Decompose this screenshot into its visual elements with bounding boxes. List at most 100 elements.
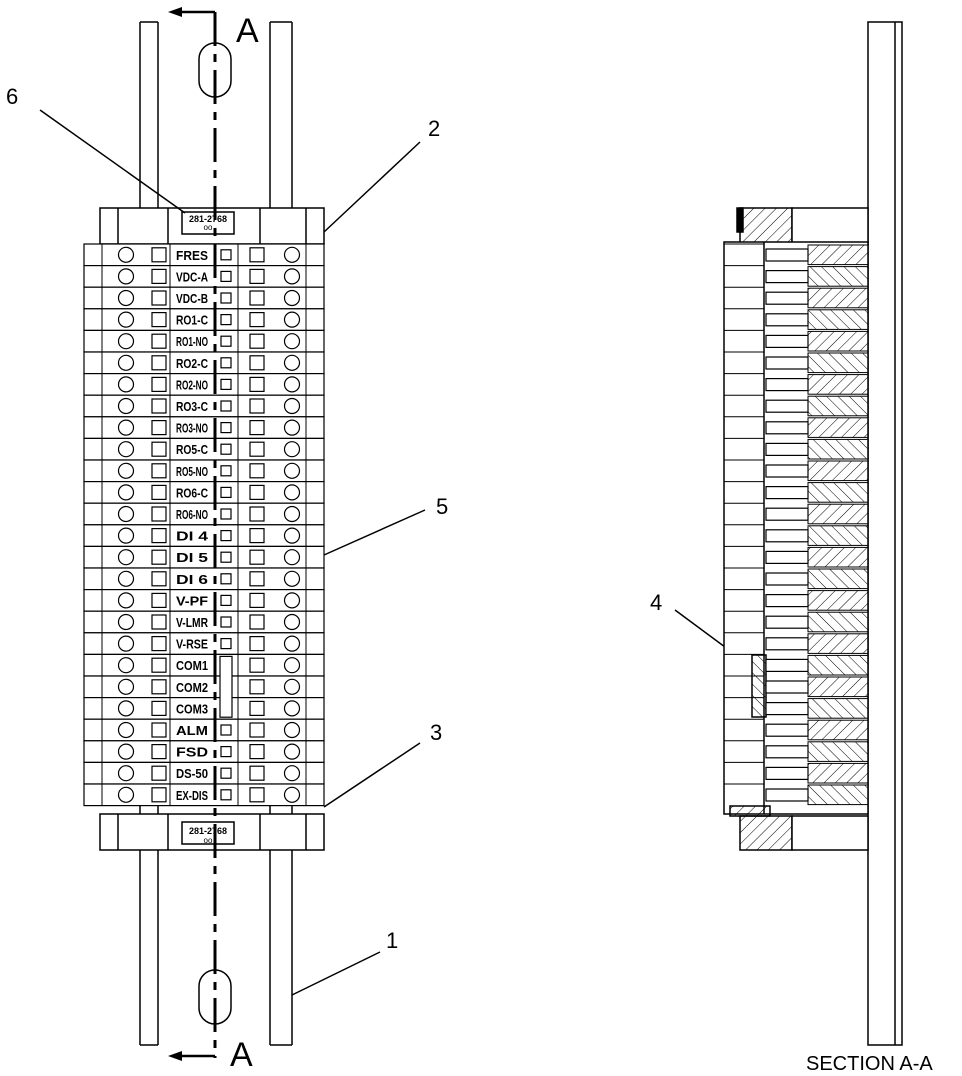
jumper-slot-icon bbox=[220, 270, 232, 282]
clamp-icon bbox=[249, 312, 265, 328]
jumper-slot-icon bbox=[220, 594, 232, 607]
callout-2: 2 bbox=[428, 116, 440, 141]
screw-icon bbox=[117, 570, 135, 587]
terminal-label: DS-50 bbox=[176, 766, 208, 781]
clamp-icon bbox=[151, 463, 167, 479]
part-number-top: 281-2768 bbox=[189, 214, 227, 224]
section-row bbox=[724, 502, 869, 525]
screw-icon bbox=[117, 657, 135, 674]
clamp-icon bbox=[151, 679, 167, 695]
clamp-icon bbox=[249, 268, 265, 284]
clamp-icon bbox=[151, 420, 167, 436]
clamp-icon bbox=[249, 787, 265, 803]
terminal-row: RO1-NO bbox=[83, 329, 325, 353]
screw-icon bbox=[283, 397, 301, 415]
section-row bbox=[724, 545, 869, 568]
section-row bbox=[724, 243, 869, 266]
screw-icon bbox=[117, 765, 135, 782]
jumper-slot-icon bbox=[220, 508, 232, 520]
screw-icon bbox=[117, 786, 135, 803]
terminal-row: DI 6 bbox=[83, 567, 325, 591]
terminal-row: RO2-C bbox=[83, 351, 325, 375]
clamp-icon bbox=[249, 700, 265, 717]
clamp-icon bbox=[249, 441, 265, 457]
terminal-label: RO1-NO bbox=[176, 334, 208, 349]
clamp-icon bbox=[249, 722, 265, 738]
clamp-icon bbox=[151, 657, 167, 673]
section-row bbox=[724, 265, 869, 287]
callout-1: 1 bbox=[386, 928, 398, 953]
clamp-icon bbox=[249, 290, 265, 306]
clamp-icon bbox=[249, 527, 265, 544]
screw-icon bbox=[283, 657, 301, 674]
clamp-icon bbox=[249, 506, 265, 522]
terminal-label: FRES bbox=[176, 248, 208, 263]
terminal-row: RO2-NO bbox=[83, 373, 325, 396]
terminal-row: RO5-NO bbox=[83, 459, 325, 483]
screw-icon bbox=[283, 246, 301, 263]
screw-icon bbox=[117, 721, 135, 739]
terminal-label: RO5-NO bbox=[176, 464, 208, 479]
terminal-row: VDC-B bbox=[83, 286, 325, 310]
section-row bbox=[724, 675, 869, 698]
terminal-row: RO6-C bbox=[83, 481, 325, 504]
screw-icon bbox=[117, 613, 135, 631]
jumper-slot-icon bbox=[220, 400, 232, 412]
terminal-row: RO3-NO bbox=[83, 416, 325, 439]
section-row bbox=[724, 740, 869, 762]
terminal-row: DS-50 bbox=[83, 761, 325, 785]
clamp-icon bbox=[151, 635, 167, 652]
jumper-slot-icon bbox=[220, 637, 232, 650]
terminal-label: RO2-C bbox=[176, 356, 208, 371]
screw-icon bbox=[117, 246, 135, 263]
clamp-icon bbox=[151, 765, 167, 781]
section-row bbox=[724, 718, 869, 741]
jumper-slot-icon bbox=[220, 551, 232, 563]
clamp-icon bbox=[249, 549, 265, 565]
jumper-slot-icon bbox=[220, 292, 232, 304]
section-row bbox=[724, 567, 869, 590]
screw-icon bbox=[117, 527, 135, 544]
terminal-row: FRES bbox=[83, 243, 325, 267]
clamp-icon bbox=[249, 247, 265, 263]
terminal-label: RO2-NO bbox=[176, 377, 208, 392]
clamp-icon bbox=[151, 268, 167, 284]
screw-icon bbox=[117, 354, 135, 371]
end-stop-top bbox=[99, 207, 325, 245]
section-row bbox=[724, 481, 869, 503]
terminal-label: V-LMR bbox=[176, 615, 208, 630]
clamp-icon bbox=[249, 398, 265, 414]
section-row bbox=[724, 610, 869, 633]
jumper-slot-icon bbox=[220, 745, 232, 758]
section-row bbox=[724, 351, 869, 374]
screw-icon bbox=[283, 462, 301, 479]
section-row bbox=[724, 286, 869, 309]
screw-icon bbox=[283, 376, 301, 393]
terminal-label: FSD bbox=[176, 745, 208, 760]
end-stop-marker-top: oo bbox=[204, 223, 213, 232]
end-stop-bottom bbox=[99, 813, 325, 851]
clamp-icon bbox=[151, 376, 167, 392]
jumper-slot-icon bbox=[220, 422, 232, 434]
screw-icon bbox=[117, 678, 135, 695]
terminal-label: V-PF bbox=[176, 593, 208, 608]
terminal-label: COM3 bbox=[176, 701, 208, 716]
section-row bbox=[724, 437, 869, 460]
section-row bbox=[724, 329, 869, 352]
jumper-slot-icon bbox=[220, 573, 232, 585]
screw-icon bbox=[117, 549, 135, 566]
screw-icon bbox=[117, 268, 135, 285]
screw-icon bbox=[283, 786, 301, 803]
clamp-icon bbox=[249, 463, 265, 479]
clamp-icon bbox=[249, 420, 265, 436]
screw-icon bbox=[117, 311, 135, 328]
jumper-slot-icon bbox=[220, 529, 232, 542]
jumper-slot-icon bbox=[220, 378, 232, 390]
clamp-icon bbox=[249, 355, 265, 371]
terminal-label: V-RSE bbox=[176, 637, 208, 652]
screw-icon bbox=[283, 311, 301, 328]
clamp-icon bbox=[151, 743, 167, 760]
screw-icon bbox=[117, 289, 135, 307]
section-row bbox=[724, 524, 869, 546]
section-row bbox=[724, 373, 869, 395]
